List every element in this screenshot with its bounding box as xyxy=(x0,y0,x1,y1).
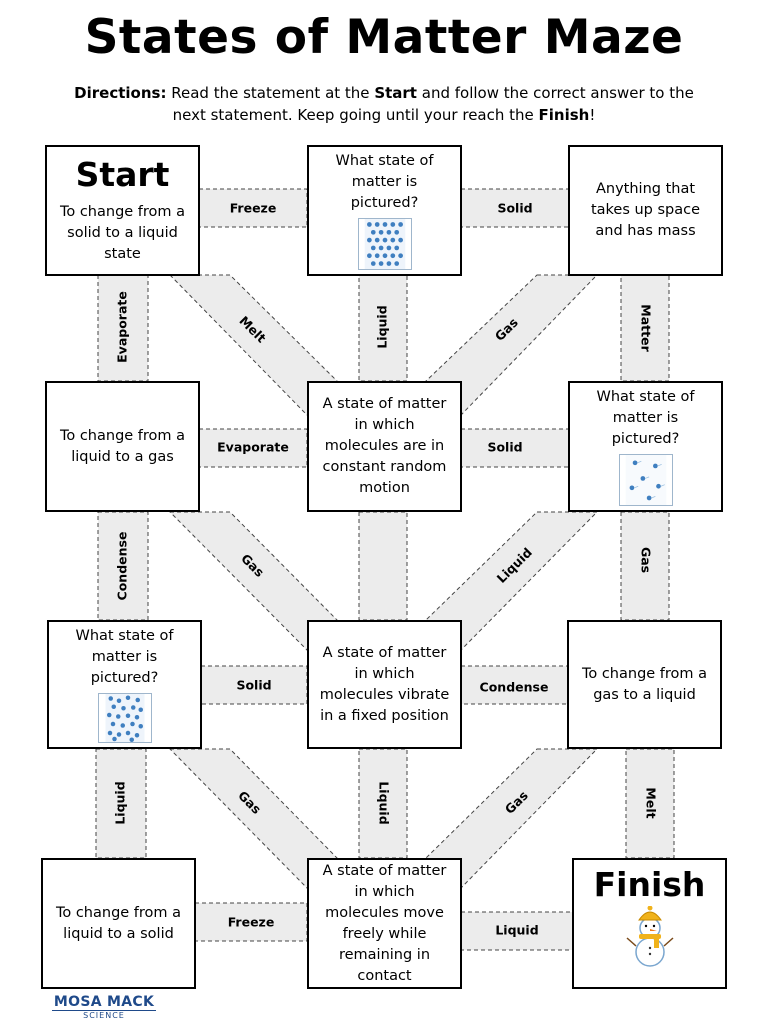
label-v3c1: Liquid xyxy=(113,781,128,824)
path-h4b xyxy=(460,911,574,951)
path-v1c2 xyxy=(358,274,408,382)
box-text: To change from a liquid to a gas xyxy=(59,427,186,465)
evaporation-definition-box: To change from a liquid to a gas xyxy=(45,381,200,512)
label-v3c2: Liquid xyxy=(377,781,392,824)
label-h1b: Solid xyxy=(497,201,532,216)
label-h3b: Condense xyxy=(480,680,549,695)
path-v1c1 xyxy=(97,274,149,382)
gas-molecules-picture xyxy=(618,454,673,506)
path-v2c3 xyxy=(620,511,670,621)
label-h2b: Solid xyxy=(487,440,522,455)
liquid-molecules-picture xyxy=(97,693,152,743)
question-box-liquid-picture: What state of matter is pictured? xyxy=(47,620,202,749)
brand-subtitle: SCIENCE xyxy=(52,1010,156,1021)
directions-text-2: and follow the correct answer to the nex… xyxy=(172,84,694,124)
box-text: To change from a gas to a liquid xyxy=(581,665,708,703)
path-v3c3 xyxy=(625,748,675,859)
question-box-solid-picture: What state of matter is pictured? xyxy=(307,145,462,276)
solid-definition-box: A state of matter in which molecules vib… xyxy=(307,620,462,749)
box-text: What state of matter is pictured? xyxy=(75,628,174,686)
directions-finish-word: Finish xyxy=(538,106,590,124)
label-v1c1: Evaporate xyxy=(115,291,130,363)
label-v3c3: Melt xyxy=(644,787,659,818)
path-h4a xyxy=(194,902,308,942)
directions-start-word: Start xyxy=(374,84,417,102)
label-v2c1: Condense xyxy=(115,532,130,601)
path-h1b xyxy=(460,188,570,228)
label-h2a: Evaporate xyxy=(217,440,289,455)
directions-label: Directions: xyxy=(74,84,167,102)
solid-molecules-picture xyxy=(357,218,412,270)
start-box: Start To change from a solid to a liquid… xyxy=(45,145,200,276)
condensation-definition-box: To change from a gas to a liquid xyxy=(567,620,722,749)
question-box-gas-picture: What state of matter is pictured? xyxy=(568,381,723,512)
label-v2c3: Gas xyxy=(639,547,654,573)
label-v1c2: Liquid xyxy=(375,305,390,348)
freezing-definition-box: To change from a liquid to a solid xyxy=(41,858,196,989)
liquid-definition-box: A state of matter in which molecules mov… xyxy=(307,858,462,989)
start-heading: Start xyxy=(75,155,170,194)
box-text: A state of matter in which molecules vib… xyxy=(319,644,450,724)
snowman-icon xyxy=(626,906,673,967)
label-h1a: Freeze xyxy=(230,201,277,216)
path-v2c2 xyxy=(358,511,408,621)
directions: Directions: Read the statement at the St… xyxy=(70,82,698,126)
path-v3c2 xyxy=(358,748,408,859)
label-h3a: Solid xyxy=(236,678,271,693)
gas-definition-box: A state of matter in which molecules are… xyxy=(307,381,462,512)
brand-logo: MOSA MACK SCIENCE xyxy=(52,994,156,1021)
box-text: Anything that takes up space and has mas… xyxy=(590,181,701,239)
box-text: What state of matter is pictured? xyxy=(335,153,434,211)
finish-heading: Finish xyxy=(593,865,706,904)
box-text: A state of matter in which molecules mov… xyxy=(322,862,447,984)
directions-text-1: Read the statement at the xyxy=(171,84,370,102)
finish-box: Finish xyxy=(572,858,727,989)
label-h4a: Freeze xyxy=(228,915,275,930)
box-text: To change from a liquid to a solid xyxy=(55,904,182,942)
label-v1c3: Matter xyxy=(639,304,654,352)
page-title: States of Matter Maze xyxy=(84,10,684,65)
label-h4b: Liquid xyxy=(495,923,538,938)
box-text: To change from a solid to a liquid state xyxy=(59,204,186,262)
box-text: What state of matter is pictured? xyxy=(596,389,695,447)
path-v2c1 xyxy=(97,511,149,621)
box-text: A state of matter in which molecules are… xyxy=(322,396,447,496)
brand-name: MOSA MACK xyxy=(53,994,155,1010)
path-v1c3 xyxy=(620,274,670,382)
matter-definition-box: Anything that takes up space and has mas… xyxy=(568,145,723,276)
directions-end: ! xyxy=(589,106,596,124)
